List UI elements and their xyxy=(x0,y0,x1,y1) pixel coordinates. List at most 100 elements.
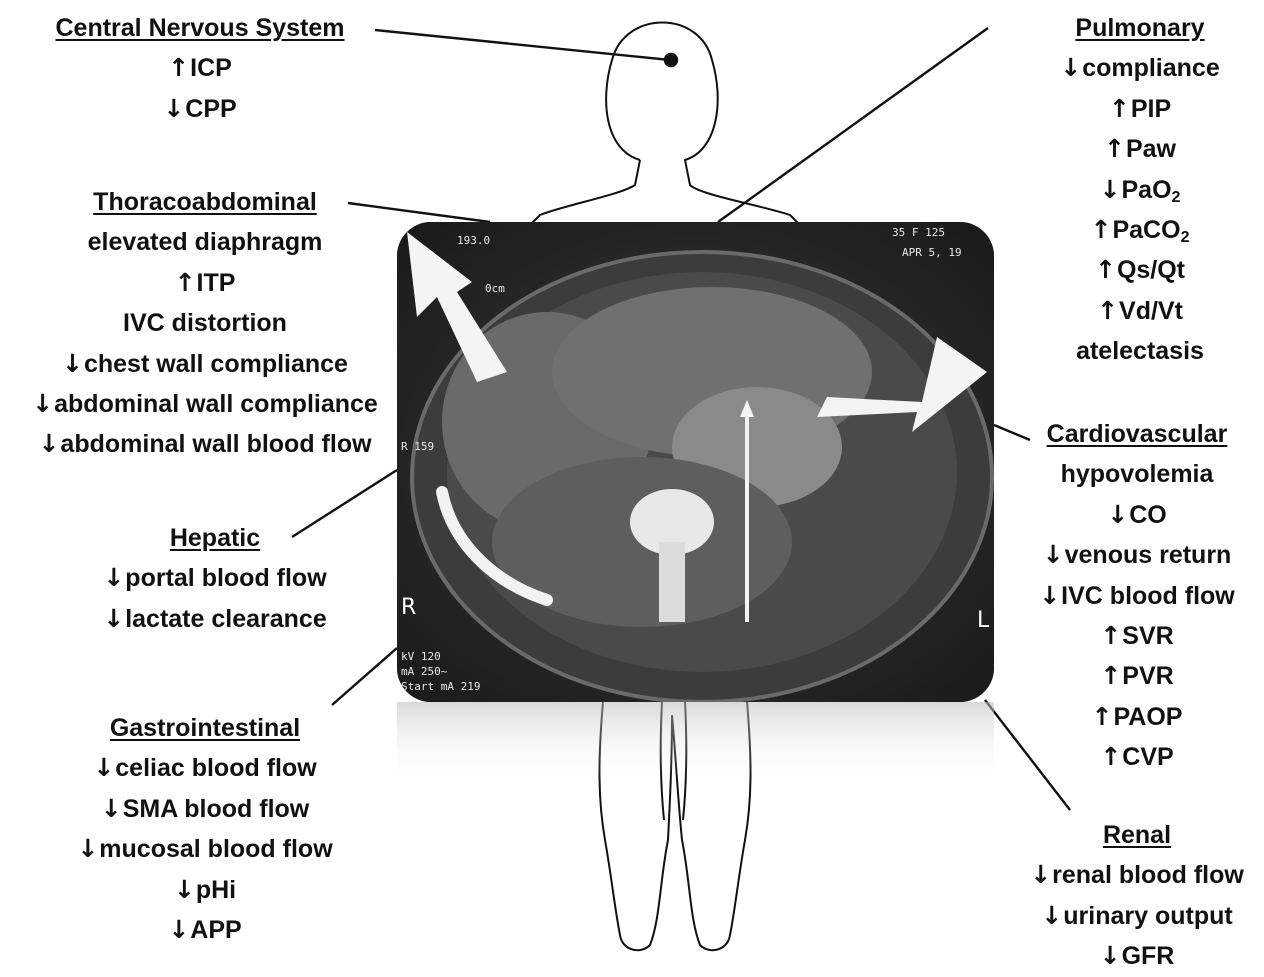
arrow-down-icon: ↓ xyxy=(1039,581,1060,610)
arrow-down-icon: ↓ xyxy=(163,94,184,123)
finding-item: ↑PVR xyxy=(1010,656,1264,696)
finding-item: ↓portal blood flow xyxy=(60,558,370,598)
finding-text: hypovolemia xyxy=(1061,460,1214,488)
body-head-outline xyxy=(606,23,800,226)
arrow-up-icon: ↑ xyxy=(1100,742,1121,771)
arrow-down-icon: ↓ xyxy=(1043,540,1064,569)
finding-item: ↓urinary output xyxy=(1010,896,1264,936)
ct-overlay-scale: 0cm xyxy=(485,282,505,295)
arrow-down-icon: ↓ xyxy=(174,875,195,904)
finding-text: PIP xyxy=(1131,95,1171,123)
finding-item: ↓chest wall compliance xyxy=(0,344,410,384)
finding-subscript: 2 xyxy=(1181,229,1190,246)
ct-overlay-topleft: 193.0 xyxy=(457,234,490,247)
ct-scan-image: 193.0 35 F 125 APR 5, 19 0cm R 159 R L k… xyxy=(397,222,994,702)
finding-text: SMA blood flow xyxy=(123,795,310,823)
section-renal: Renal↓renal blood flow↓urinary output↓GF… xyxy=(1010,815,1264,977)
section-title: Hepatic xyxy=(60,518,370,558)
finding-item: ↑SVR xyxy=(1010,616,1264,656)
finding-text: lactate clearance xyxy=(125,605,327,633)
finding-item: IVC distortion xyxy=(0,303,410,343)
finding-text: atelectasis xyxy=(1076,337,1204,365)
arrow-down-icon: ↓ xyxy=(62,349,83,378)
connector-cns-dot xyxy=(665,54,677,66)
section-title: Pulmonary xyxy=(1030,8,1250,48)
finding-item: ↑Paw xyxy=(1030,129,1250,169)
finding-text: venous return xyxy=(1065,541,1232,569)
ct-overlay-bottom-2: mA 250~ xyxy=(401,665,448,678)
ct-overlay-bottom-1: kV 120 xyxy=(401,650,441,663)
finding-text: CPP xyxy=(185,95,236,123)
arrow-down-icon: ↓ xyxy=(168,915,189,944)
finding-text: compliance xyxy=(1082,54,1220,82)
finding-text: ICP xyxy=(190,54,232,82)
arrow-up-icon: ↑ xyxy=(1092,702,1113,731)
arrow-up-icon: ↑ xyxy=(1100,661,1121,690)
finding-item: ↓CPP xyxy=(30,89,370,129)
section-pulmonary: Pulmonary↓compliance↑PIP↑Paw↓PaO2↑PaCO2↑… xyxy=(1030,8,1250,372)
finding-item: ↓celiac blood flow xyxy=(40,748,370,788)
finding-item: ↓IVC blood flow xyxy=(1010,576,1264,616)
finding-item: ↓GFR xyxy=(1010,936,1264,976)
finding-text: APP xyxy=(190,916,241,944)
finding-item: atelectasis xyxy=(1030,331,1250,371)
connector-pulmonary xyxy=(718,28,988,222)
finding-item: ↓CO xyxy=(1010,495,1264,535)
arrow-down-icon: ↓ xyxy=(38,429,59,458)
scan-reflection xyxy=(397,702,994,782)
finding-text: renal blood flow xyxy=(1052,861,1244,889)
ct-marker-r: R xyxy=(401,595,416,620)
finding-subscript: 2 xyxy=(1172,189,1181,206)
finding-text: IVC blood flow xyxy=(1061,582,1235,610)
finding-text: elevated diaphragm xyxy=(88,228,323,256)
finding-text: portal blood flow xyxy=(125,564,326,592)
section-title: Thoracoabdominal xyxy=(0,182,410,222)
finding-text: PaO xyxy=(1122,176,1172,204)
finding-text: Paw xyxy=(1126,135,1176,163)
section-title: Gastrointestinal xyxy=(40,708,370,748)
section-hepatic: Hepatic↓portal blood flow↓lactate cleara… xyxy=(60,518,370,639)
finding-item: ↓SMA blood flow xyxy=(40,789,370,829)
finding-item: ↓pHi xyxy=(40,870,370,910)
finding-item: ↓renal blood flow xyxy=(1010,855,1264,895)
ct-overlay-topright-1: 35 F 125 xyxy=(892,226,945,239)
arrow-down-icon: ↓ xyxy=(103,563,124,592)
finding-text: ITP xyxy=(197,269,236,297)
arrow-up-icon: ↑ xyxy=(1091,215,1112,244)
finding-item: ↓compliance xyxy=(1030,48,1250,88)
finding-item: ↑CVP xyxy=(1010,737,1264,777)
finding-text: IVC distortion xyxy=(123,309,287,337)
finding-item: ↓venous return xyxy=(1010,535,1264,575)
ct-marker-l: L xyxy=(977,608,990,633)
finding-text: SVR xyxy=(1122,622,1173,650)
section-title: Cardiovascular xyxy=(1010,414,1264,454)
arrow-down-icon: ↓ xyxy=(1100,941,1121,970)
finding-item: ↑ITP xyxy=(0,263,410,303)
arrow-down-icon: ↓ xyxy=(1107,500,1128,529)
finding-text: mucosal blood flow xyxy=(99,835,332,863)
arrow-down-icon: ↓ xyxy=(103,604,124,633)
finding-text: GFR xyxy=(1122,942,1175,970)
arrow-down-icon: ↓ xyxy=(1041,901,1062,930)
finding-item: ↑ICP xyxy=(30,48,370,88)
arrow-down-icon: ↓ xyxy=(32,389,53,418)
section-thoracoabdominal: Thoracoabdominal elevated diaphragm ↑ITP IV… xyxy=(0,182,410,465)
finding-item: ↑PAOP xyxy=(1010,697,1264,737)
finding-text: celiac blood flow xyxy=(115,754,316,782)
finding-text: urinary output xyxy=(1063,902,1232,930)
finding-text: Vd/Vt xyxy=(1119,297,1183,325)
finding-item: ↓mucosal blood flow xyxy=(40,829,370,869)
arrow-down-icon: ↓ xyxy=(93,753,114,782)
finding-item: hypovolemia xyxy=(1010,454,1264,494)
arrow-up-icon: ↑ xyxy=(1095,255,1116,284)
finding-text: PaCO xyxy=(1112,216,1180,244)
connector-gastrointestinal xyxy=(332,648,397,705)
section-title: Central Nervous System xyxy=(30,8,370,48)
arrow-up-icon: ↑ xyxy=(168,53,189,82)
body-neck-left xyxy=(530,160,640,225)
finding-text: PVR xyxy=(1122,662,1173,690)
section-title: Renal xyxy=(1010,815,1264,855)
arrow-up-icon: ↑ xyxy=(1100,621,1121,650)
finding-item: ↑PIP xyxy=(1030,89,1250,129)
